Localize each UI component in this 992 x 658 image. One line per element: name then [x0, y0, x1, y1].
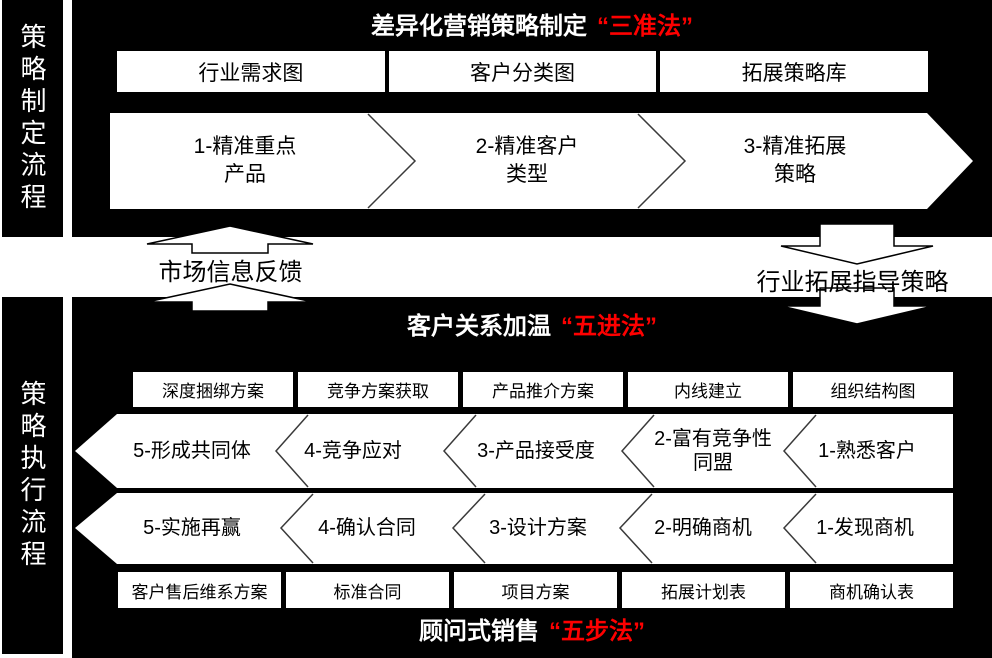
deliverable-box: 标准合同 [286, 572, 449, 608]
deliverable-box: 项目方案 [454, 572, 617, 608]
selling-step: 2-明确商机 [654, 516, 752, 539]
warming-step: 4-竞争应对 [304, 439, 402, 462]
tool-box: 拓展策略库 [660, 51, 929, 92]
deliverable-box-row: 客户售后维系方案 标准合同 项目方案 拓展计划表 商机确认表 [118, 572, 953, 608]
tool-box: 行业需求图 [117, 51, 385, 92]
tool-box: 客户分类图 [388, 51, 657, 92]
bottom-panel-footer-title: 顾问式销售 “五步法” [72, 611, 992, 646]
guidance-connector-label: 行业拓展指导策略 [756, 269, 949, 296]
selling-step: 1-发现商机 [816, 516, 914, 539]
warming-tool-box-row: 深度捆绑方案 竞争方案获取 产品推介方案 内线建立 组织结构图 [133, 372, 953, 407]
warming-step: 1-熟悉客户 [818, 439, 916, 462]
sidebar-bottom: 策略执行流程 [2, 297, 63, 654]
deliverable-box: 商机确认表 [790, 572, 953, 608]
tool-box: 产品推介方案 [463, 372, 623, 407]
top-box-row: 行业需求图 客户分类图 拓展策略库 [117, 51, 929, 92]
tool-box: 竞争方案获取 [298, 372, 458, 407]
bottom-panel-title-highlight: “五进法” [561, 313, 657, 340]
tool-box: 深度捆绑方案 [133, 372, 293, 407]
selling-step: 5-实施再赢 [143, 516, 241, 539]
bottom-panel-title: 客户关系加温 “五进法” [72, 306, 992, 341]
footer-title-highlight: “五步法” [549, 618, 645, 645]
top-panel-title-text: 差异化营销策略制定 [371, 13, 587, 40]
selling-step: 4-确认合同 [318, 516, 416, 539]
feedback-connector-label: 市场信息反馈 [158, 259, 303, 286]
warming-step: 3-产品接受度 [477, 439, 595, 462]
tool-box: 组织结构图 [793, 372, 953, 407]
top-panel-title: 差异化营销策略制定 “三准法” [72, 6, 992, 41]
warming-step: 5-形成共同体 [133, 439, 251, 462]
formulation-step: 3-精准拓展 策略 [743, 134, 847, 186]
warming-step: 2-富有竞争性 同盟 [654, 427, 772, 474]
sidebar-bottom-label: 策略执行流程 [17, 379, 47, 572]
deliverable-box: 拓展计划表 [622, 572, 785, 608]
sidebar-top: 策略制定流程 [2, 0, 63, 237]
bottom-panel-title-text: 客户关系加温 [407, 313, 551, 340]
tool-box: 内线建立 [628, 372, 788, 407]
deliverable-box: 客户售后维系方案 [118, 572, 281, 608]
selling-step: 3-设计方案 [489, 516, 587, 539]
formulation-step: 2-精准客户 类型 [475, 134, 579, 186]
footer-title-text: 顾问式销售 [419, 618, 539, 645]
sidebar-top-label: 策略制定流程 [17, 22, 47, 215]
formulation-step: 1-精准重点 产品 [193, 134, 297, 186]
top-panel-title-highlight: “三准法” [597, 13, 693, 40]
